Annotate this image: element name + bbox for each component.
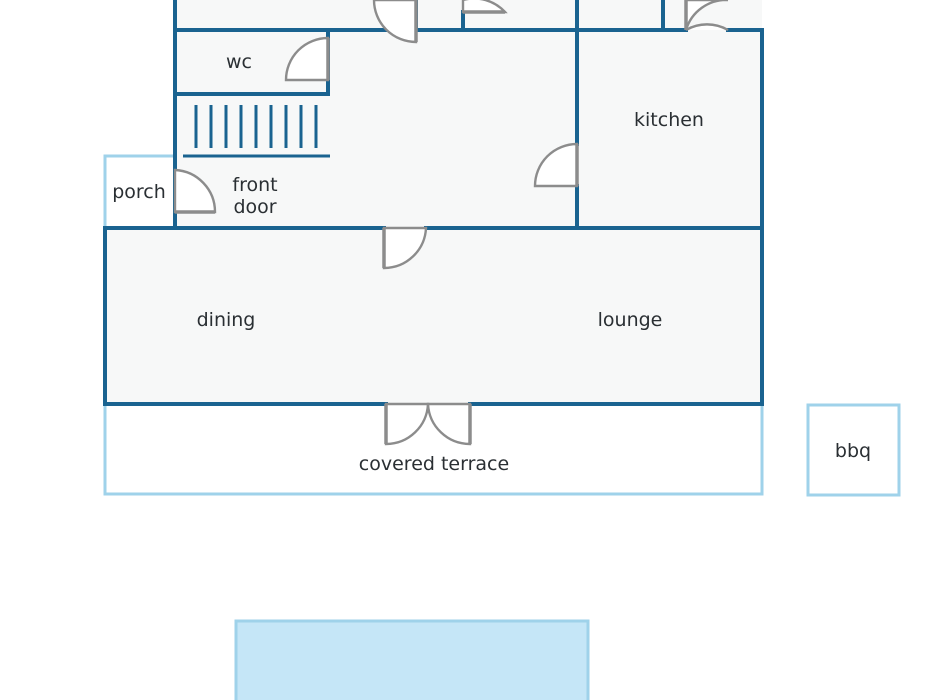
top-hall-door (372, 0, 418, 44)
main-floor (105, 228, 762, 404)
front-door-label-line2: door (233, 196, 276, 218)
top-right-door (684, 0, 729, 32)
kitchen-door (533, 142, 579, 188)
front-door-label-line1: front (232, 174, 277, 196)
lounge-label: lounge (598, 309, 663, 331)
upper-floor (175, 0, 762, 228)
wc-door (284, 36, 330, 82)
porch-label: porch (112, 181, 166, 203)
covered-terrace-label: covered terrace (359, 453, 509, 475)
dining-door (382, 226, 428, 270)
kitchen-label: kitchen (634, 109, 704, 131)
bbq-label: bbq (835, 440, 871, 462)
staircase (183, 105, 330, 158)
pool-area (234, 619, 590, 700)
bbq-area (806, 403, 901, 497)
dining-label: dining (197, 309, 256, 331)
top-cupboard-door (461, 0, 508, 14)
front-door-swing (173, 168, 217, 214)
wc-label: wc (226, 51, 252, 73)
terrace-double-door (384, 402, 472, 446)
